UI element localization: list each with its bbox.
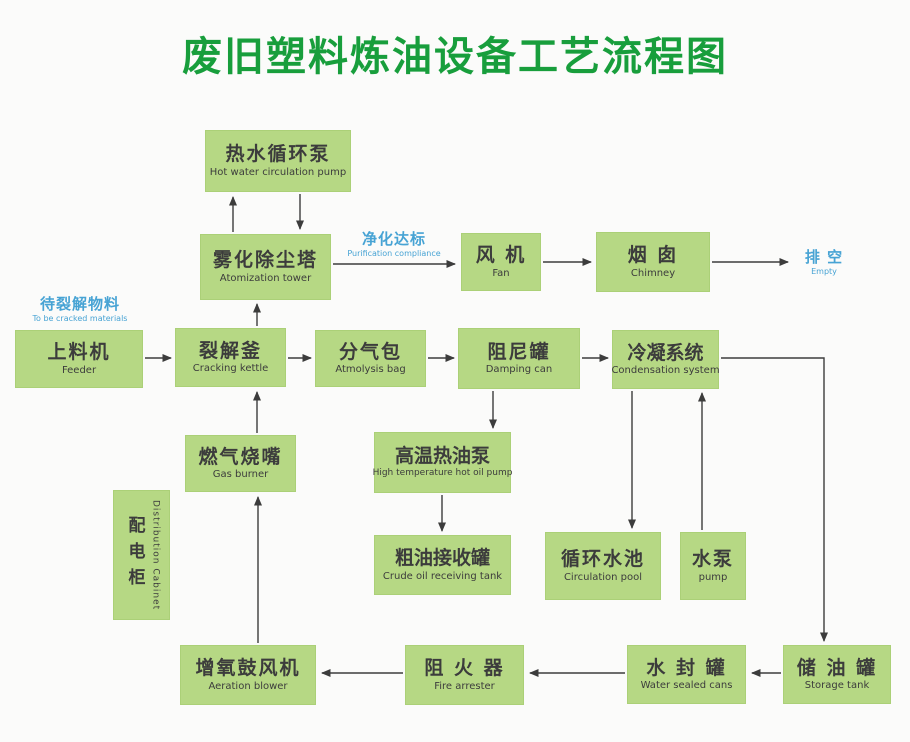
node-chimney: 烟 囱 Chimney <box>596 232 710 292</box>
node-storage-tank: 储 油 罐 Storage tank <box>783 645 891 704</box>
node-hot-water-pump-zh: 热水循环泵 <box>225 143 331 166</box>
node-storage-tank-zh: 储 油 罐 <box>796 656 878 679</box>
label-to-be-cracked-en: To be cracked materials <box>32 314 128 323</box>
node-distribution-cabinet-zh: 配电柜 <box>124 516 145 594</box>
node-aeration-blower-zh: 增氧鼓风机 <box>195 657 301 680</box>
node-damping-can: 阻尼罐 Damping can <box>458 328 580 389</box>
node-cracking-kettle-zh: 裂解釜 <box>198 339 262 362</box>
node-circulation-pool: 循环水池 Circulation pool <box>545 532 661 600</box>
node-aeration-blower-en: Aeration blower <box>208 680 288 692</box>
node-feeder-zh: 上料机 <box>47 341 111 364</box>
node-fan: 风 机 Fan <box>461 233 541 291</box>
node-fire-arrester-zh: 阻 火 器 <box>424 657 505 680</box>
node-water-pump-en: pump <box>698 571 728 583</box>
node-fan-zh: 风 机 <box>475 244 527 267</box>
node-feeder-en: Feeder <box>61 364 97 376</box>
node-fan-en: Fan <box>492 267 510 279</box>
node-hot-water-pump-en: Hot water circulation pump <box>209 166 347 178</box>
node-circulation-pool-zh: 循环水池 <box>560 548 645 571</box>
label-purification-zh: 净化达标 <box>361 230 426 248</box>
node-water-sealed-can: 水 封 罐 Water sealed cans <box>627 645 746 704</box>
node-hot-oil-pump-zh: 高温热油泵 <box>394 445 490 468</box>
node-water-sealed-can-en: Water sealed cans <box>640 680 733 692</box>
node-atomization-tower-zh: 雾化除尘塔 <box>212 249 318 272</box>
label-purification: 净化达标 Purification compliance <box>335 228 453 258</box>
node-atmolysis-bag: 分气包 Atmolysis bag <box>315 330 426 387</box>
node-damping-can-en: Damping can <box>485 364 553 376</box>
page-title: 废旧塑料炼油设备工艺流程图 <box>182 34 728 80</box>
label-to-be-cracked-zh: 待裂解物料 <box>39 295 120 313</box>
node-crude-oil-tank-zh: 粗油接收罐 <box>394 547 490 570</box>
node-crude-oil-tank: 粗油接收罐 Crude oil receiving tank <box>374 535 511 595</box>
node-distribution-cabinet: 配电柜 Distribution Cabinet <box>113 490 170 620</box>
node-hot-oil-pump-en: High temperature hot oil pump <box>372 467 513 478</box>
node-atomization-tower-en: Atomization tower <box>219 272 312 284</box>
label-purification-en: Purification compliance <box>347 249 441 258</box>
node-fire-arrester-en: Fire arrester <box>434 680 495 692</box>
node-atomization-tower: 雾化除尘塔 Atomization tower <box>200 234 331 300</box>
node-cracking-kettle-en: Cracking kettle <box>192 363 269 375</box>
node-condensation-system-en: Condensation system <box>611 365 720 377</box>
node-aeration-blower: 增氧鼓风机 Aeration blower <box>180 645 316 705</box>
node-gas-burner: 燃气烧嘴 Gas burner <box>185 435 296 492</box>
node-distribution-cabinet-en: Distribution Cabinet <box>150 499 161 611</box>
node-water-sealed-can-zh: 水 封 罐 <box>646 656 727 679</box>
node-hot-water-pump: 热水循环泵 Hot water circulation pump <box>205 130 351 192</box>
node-condensation-system: 冷凝系统 Condensation system <box>611 330 720 389</box>
node-atmolysis-bag-en: Atmolysis bag <box>335 364 406 376</box>
label-empty-en: Empty <box>811 267 837 276</box>
node-condensation-system-zh: 冷凝系统 <box>627 341 704 364</box>
node-chimney-en: Chimney <box>630 267 676 279</box>
node-gas-burner-zh: 燃气烧嘴 <box>198 445 283 468</box>
node-damping-can-zh: 阻尼罐 <box>487 340 551 363</box>
node-chimney-zh: 烟 囱 <box>627 244 679 267</box>
node-water-pump: 水泵 pump <box>680 532 746 600</box>
node-cracking-kettle: 裂解釜 Cracking kettle <box>175 328 286 387</box>
node-gas-burner-en: Gas burner <box>212 469 269 481</box>
node-fire-arrester: 阻 火 器 Fire arrester <box>405 645 524 705</box>
node-hot-oil-pump: 高温热油泵 High temperature hot oil pump <box>372 432 513 493</box>
label-empty: 排 空 Empty <box>793 246 855 276</box>
node-circulation-pool-en: Circulation pool <box>563 571 643 583</box>
node-atmolysis-bag-zh: 分气包 <box>338 340 402 363</box>
node-feeder: 上料机 Feeder <box>15 330 143 388</box>
node-water-pump-zh: 水泵 <box>691 548 734 571</box>
label-to-be-cracked: 待裂解物料 To be cracked materials <box>15 293 145 323</box>
node-storage-tank-en: Storage tank <box>804 680 870 692</box>
node-crude-oil-tank-en: Crude oil receiving tank <box>382 570 503 582</box>
label-empty-zh: 排 空 <box>804 248 844 266</box>
